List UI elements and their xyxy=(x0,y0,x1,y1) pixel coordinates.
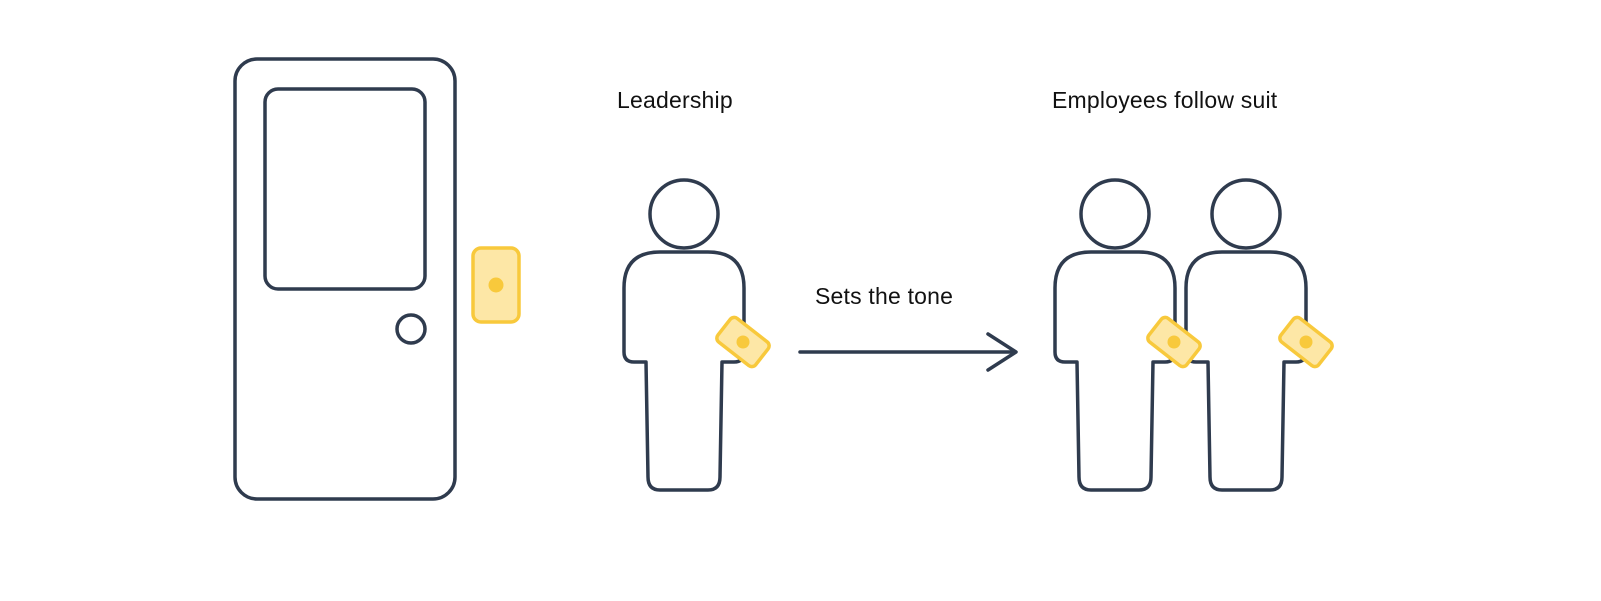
leadership-label: Leadership xyxy=(617,87,733,113)
badge-reader-icon xyxy=(471,246,521,324)
arrow-right-icon xyxy=(798,332,1018,372)
door-icon xyxy=(233,57,457,501)
employees-label: Employees follow suit xyxy=(1052,87,1278,113)
sets-the-tone-label: Sets the tone xyxy=(815,283,954,309)
